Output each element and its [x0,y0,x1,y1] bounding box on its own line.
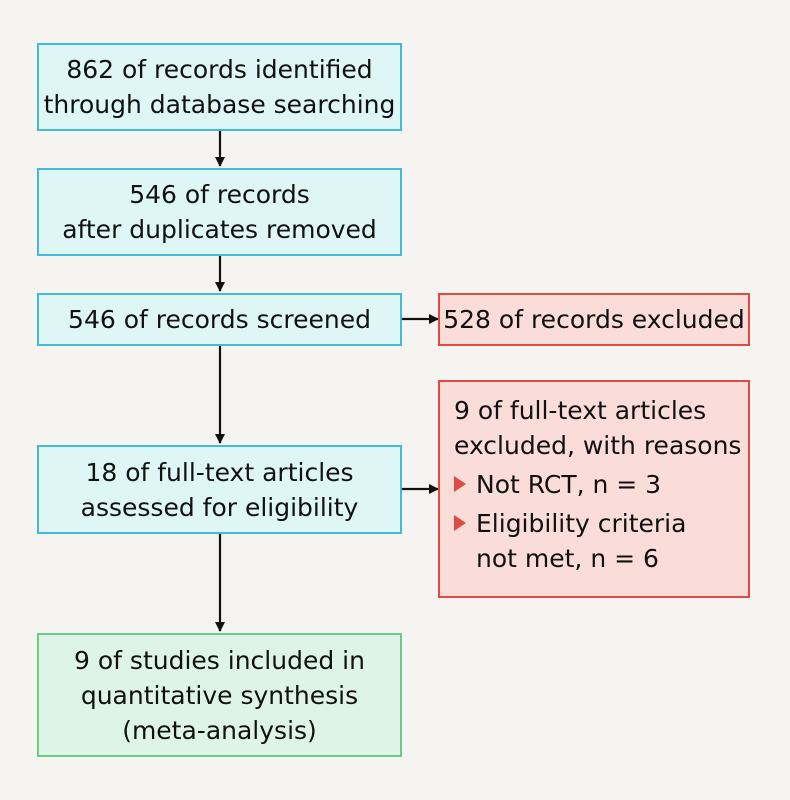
after-duplicates-line-2: after duplicates removed [62,215,377,244]
fulltext-excluded-line-1: 9 of full-text articles [454,396,707,425]
exclusion-reason-not-rct: Not RCT, n = 3 [454,467,661,502]
records-identified-box: 862 of records identified through databa… [37,43,402,131]
after-duplicates-line-1: 546 of records [129,180,310,209]
eligibility-reason-line-2: not met, n = 6 [476,544,659,573]
exclusion-reason-text: Not RCT, n = 3 [476,467,661,502]
excluded-records-box: 528 of records excluded [438,293,750,346]
included-line-3: (meta-analysis) [122,715,317,745]
included-studies-box: 9 of studies included in quantitative sy… [37,633,402,757]
included-line-1: 9 of studies included in [74,645,365,675]
fulltext-assessed-line-2: assessed for eligibility [80,492,359,522]
fulltext-excluded-line-2: excluded, with reasons [454,431,742,460]
red-triangle-bullet-icon [454,515,466,531]
exclusion-reason-eligibility: Eligibility criteria not met, n = 6 [454,506,686,576]
fulltext-assessed-box: 18 of full-text articles assessed for el… [37,445,402,534]
screened-text: 546 of records screened [68,305,371,334]
included-line-2: quantitative synthesis [80,680,359,710]
not-rct-reason-line: Not RCT, n = 3 [476,470,662,499]
fulltext-assessed-line-1: 18 of full-text articles [85,457,354,487]
fulltext-excluded-box: 9 of full-text articles excluded, with r… [438,380,750,598]
after-duplicates-box: 546 of records after duplicates removed [37,168,402,256]
exclusion-reason-text: Eligibility criteria not met, n = 6 [476,506,686,576]
records-identified-line-1: 862 of records identified [66,55,373,84]
records-identified-line-2: through database searching [43,90,396,119]
red-triangle-bullet-icon [454,476,466,492]
screened-box: 546 of records screened [37,293,402,346]
eligibility-reason-line-1: Eligibility criteria [476,509,687,538]
excluded-records-text: 528 of records excluded [443,305,745,334]
